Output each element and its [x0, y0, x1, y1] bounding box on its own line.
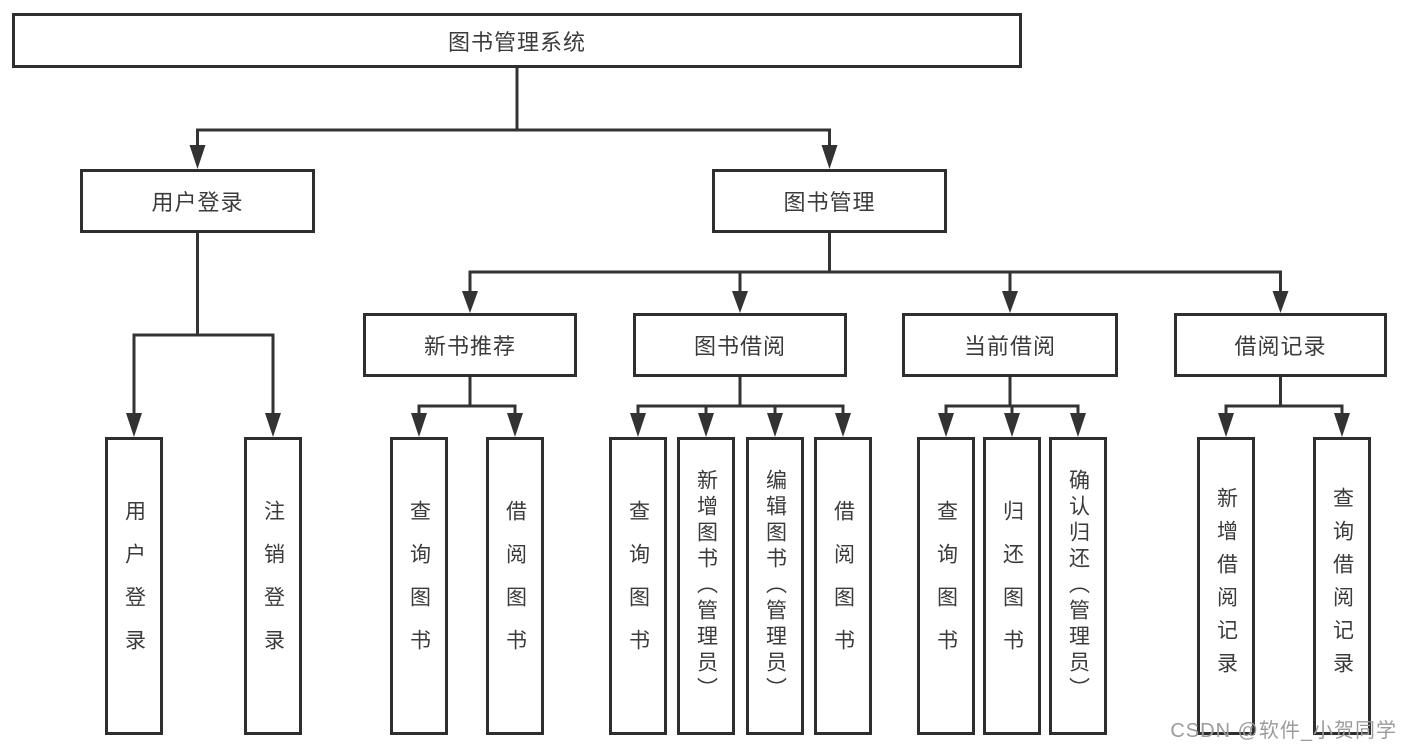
node-book-management: 图书管理	[712, 169, 947, 233]
leaf-borrow-books-recommend: 借阅图书	[486, 437, 544, 735]
node-label: 当前借阅	[963, 334, 1056, 359]
leaf-return-book: 归还图书	[983, 437, 1041, 735]
leaf-borrow-books-borrowing: 借阅图书	[814, 437, 872, 735]
node-label: 新增借阅记录	[1214, 487, 1238, 685]
leaf-query-books-borrowing: 查询图书	[609, 437, 667, 735]
node-label: 图书管理	[783, 190, 876, 215]
node-root-library-system: 图书管理系统	[12, 13, 1022, 68]
node-borrowing-records: 借阅记录	[1174, 313, 1387, 377]
node-current-borrowing: 当前借阅	[902, 313, 1118, 377]
node-label: 查询图书	[407, 500, 431, 672]
node-label: 用户登录	[151, 190, 244, 215]
arrowhead-icons	[126, 145, 1350, 437]
node-label: 借阅记录	[1234, 334, 1327, 359]
node-new-book-recommendation: 新书推荐	[363, 313, 577, 377]
node-book-borrowing: 图书借阅	[633, 313, 847, 377]
node-label: 新书推荐	[423, 334, 516, 359]
node-label: 借阅图书	[503, 500, 527, 672]
node-label: 用户登录	[122, 500, 146, 672]
node-label: 借阅图书	[831, 500, 855, 672]
csdn-watermark: CSDN @软件_小贺同学	[1170, 720, 1397, 742]
leaf-confirm-return-admin: 确认归还（管理员）	[1049, 437, 1107, 735]
leaf-add-book-admin: 新增图书（管理员）	[677, 437, 735, 735]
leaf-add-borrow-record: 新增借阅记录	[1197, 437, 1255, 735]
leaf-query-borrow-record: 查询借阅记录	[1313, 437, 1371, 735]
node-label: 图书借阅	[693, 334, 786, 359]
leaf-query-books-current: 查询图书	[917, 437, 975, 735]
leaf-user-login: 用户登录	[105, 437, 163, 735]
node-label: 归还图书	[1000, 500, 1024, 672]
node-label: 确认归还（管理员）	[1066, 469, 1090, 703]
leaf-edit-book-admin: 编辑图书（管理员）	[746, 437, 804, 735]
node-label: 新增图书（管理员）	[694, 469, 718, 703]
node-label: 图书管理系统	[447, 29, 586, 55]
node-label: 编辑图书（管理员）	[763, 469, 787, 703]
node-label: 查询借阅记录	[1330, 487, 1354, 685]
node-label: 查询图书	[626, 500, 650, 672]
node-user-login: 用户登录	[80, 169, 315, 233]
leaf-logout: 注销登录	[244, 437, 302, 735]
leaf-query-books-recommend: 查询图书	[390, 437, 448, 735]
node-label: 注销登录	[261, 500, 285, 672]
node-label: 查询图书	[934, 500, 958, 672]
